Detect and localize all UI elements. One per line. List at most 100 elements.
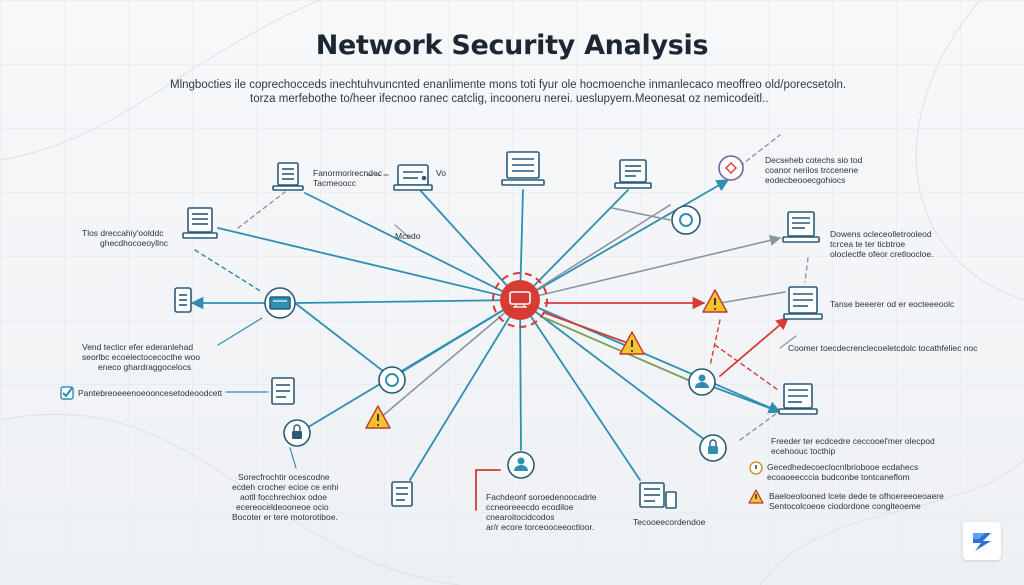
user-node-right[interactable]	[688, 368, 716, 396]
label-line: ecereoceldeooneoe ocio	[236, 502, 329, 512]
lock-node-left[interactable]	[283, 419, 311, 447]
callout-mid	[394, 224, 411, 239]
link-card-to-mid-node	[294, 302, 393, 379]
label-bottom-right-device: Tecooeecordendoe	[633, 517, 706, 527]
label-line: Fanormorirecndec	[313, 168, 382, 178]
dash-top-right	[739, 134, 781, 167]
subtitle: Mlngbocties ile coprechocceds inechtuhvu…	[170, 78, 860, 106]
link-hub-to-warning-mid	[544, 312, 626, 343]
links	[190, 134, 809, 511]
label-line: aotll focchrechiox odoe	[240, 492, 327, 502]
link-hub-to-right-device-2	[519, 299, 782, 414]
label-right-5: Gecedhedecoeclocnlbriobooe ecdahecs ecoa…	[767, 462, 918, 482]
label-line: Freeder ter ecdcedre ceccooel'mer olecpo…	[771, 436, 935, 446]
checkmark-icon	[60, 386, 74, 400]
label-line: Tlos dreccahiy'oolddc	[82, 228, 164, 238]
device-right-alert[interactable]	[783, 286, 823, 320]
device-left-1[interactable]	[182, 207, 218, 239]
label-line: eneco ghardraggocelocs	[98, 362, 192, 372]
brand-logo-icon	[963, 522, 1001, 560]
label-line: coanor nerilos trccenene	[765, 165, 859, 175]
device-right-2[interactable]	[778, 383, 818, 415]
link-hub-to-warning-left	[379, 299, 521, 419]
label-left-check: Pantebreoeeenoeooncesetodeoodcett	[78, 388, 223, 398]
label-line: Gecedhedecoeclocnlbriobooe ecdahecs	[767, 462, 919, 472]
label-line: ar/r ecore torceooceeoctloor.	[486, 522, 595, 532]
label-line: ecdeh crocher ecioe ce enhi	[232, 482, 339, 492]
device-top-4[interactable]	[614, 159, 652, 189]
label-top-device-2: Fanormorirecndec Tacmeoocc	[313, 168, 382, 188]
link-hub-to-bottom-right-device	[519, 299, 641, 481]
link-user-to-alert-device	[719, 317, 789, 377]
device-bottom-right[interactable]	[639, 482, 677, 509]
label-left-2: Vend tecticr efer ederanlehad seorlbc ec…	[82, 342, 200, 372]
label-line: tcrcea te ter ticbtroe	[830, 239, 906, 249]
lock-node-right[interactable]	[699, 434, 727, 462]
page-title: Network Security Analysis	[315, 30, 709, 61]
dash-left-top	[237, 191, 286, 229]
label-line: cnearoitocidcodos	[486, 512, 555, 522]
label-right-3: Coomer toecdecrenclecoeletcdolc tocathfe…	[788, 343, 978, 353]
subtitle-line-2: torza merfebothe to/heer ifecnoo ranec c…	[250, 93, 769, 105]
label-bottom-left: Sorecfrochtir ocescodne ecdeh crocher ec…	[232, 472, 338, 522]
link-warning-to-right-device	[719, 291, 786, 304]
label-line: ecoaoeecccia budconbe tontcaneflom	[767, 472, 910, 482]
device-left-card[interactable]	[264, 287, 296, 319]
warning-icon-left[interactable]	[365, 405, 391, 429]
device-right-1[interactable]	[782, 211, 820, 243]
label-right-6: Baeloeolooned lcete dede te ofhoereeoeoa…	[769, 491, 944, 511]
mid-node[interactable]	[378, 366, 406, 394]
label-line: Baeloeolooned lcete dede te ofhoereeoeoa…	[769, 491, 944, 501]
label-line: Dowens ocleceolletrooleod	[830, 229, 932, 239]
link-hub-to-top-device-1	[304, 192, 521, 301]
label-line: eodecbeooecgohiocs	[765, 175, 846, 185]
dash-right-dev	[804, 257, 809, 283]
callout-right-3	[779, 335, 797, 349]
label-line: Vend tecticr efer ederanlehad	[82, 342, 194, 352]
link-hub-to-shield	[519, 179, 730, 301]
label-mid: Mcedo	[395, 231, 421, 241]
warning-icon-small-1	[749, 461, 763, 475]
link-hub-to-user-green	[544, 317, 689, 381]
label-right-2: Tanse beeerer od er eocteeeoolc	[830, 299, 955, 309]
device-bottom-left[interactable]	[391, 481, 413, 507]
label-line: ghecdhocoeoyllnc	[100, 238, 169, 248]
device-top-2[interactable]	[393, 164, 433, 191]
user-icon	[517, 457, 525, 465]
dash-warning-to-user	[709, 319, 721, 367]
warnings	[365, 289, 764, 504]
label-line: Sorecfrochtir ocescodne	[238, 472, 330, 482]
label-line: Decseheb cotechs sio tod	[765, 155, 863, 165]
label-line: oloclectfe ofeor cretloocloe.	[830, 249, 934, 259]
link-hub-to-right-device-1	[519, 234, 782, 301]
warning-icon-center[interactable]	[619, 331, 645, 355]
label-line: Tacmeoocc	[313, 178, 356, 188]
shield-node[interactable]	[671, 205, 701, 235]
link-top-gray-2	[611, 207, 671, 221]
label-top-device-2-side: Vo	[436, 168, 446, 178]
top-right-symbol-node[interactable]	[718, 155, 744, 181]
logo-graphic	[973, 533, 991, 551]
label-right-4: Freeder ter ecdcedre ceccooel'mer olecpo…	[771, 436, 935, 456]
device-left-2[interactable]	[174, 287, 192, 313]
dash-left-device-card	[194, 249, 263, 293]
warning-icon-small-2	[748, 489, 764, 504]
label-top-right-1: Decseheb cotechs sio tod coanor nerilos …	[765, 155, 862, 185]
user-node-bottom[interactable]	[507, 451, 535, 479]
warning-icon-right[interactable]	[702, 289, 728, 313]
label-line: ecehoouc tocthip	[771, 446, 836, 456]
round-nodes	[283, 155, 744, 479]
link-hub-to-top-device-4	[519, 189, 629, 301]
central-hub[interactable]	[492, 272, 548, 328]
label-line: Bocoter er tere motorotiboe.	[232, 512, 338, 522]
device-top-3[interactable]	[501, 151, 545, 186]
lock-icon	[292, 431, 302, 439]
device-top-1[interactable]	[272, 162, 304, 191]
link-hub-to-right-lock	[519, 299, 706, 441]
device-left-3[interactable]	[271, 377, 295, 405]
label-line: seorlbc ecoelectocecocthe woo	[82, 352, 201, 362]
label-line: ccneoreeecdo ecodiloe	[486, 502, 574, 512]
link-hub-to-left-card	[294, 299, 521, 304]
